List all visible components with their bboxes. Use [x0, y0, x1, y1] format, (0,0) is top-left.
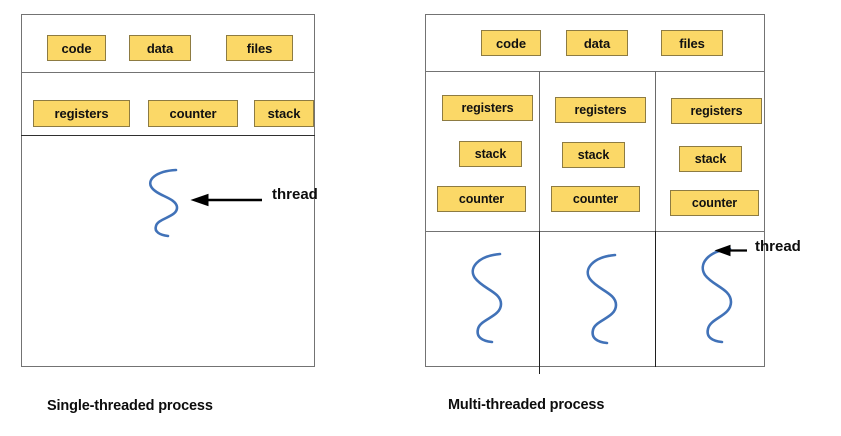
multi-column-divider-2-lower — [655, 231, 656, 367]
single-box-data: data — [129, 35, 191, 61]
multi-thread-squiggle-1 — [471, 252, 503, 344]
single-threaded-caption: Single-threaded process — [47, 398, 213, 414]
multi-col3-box-registers: registers — [671, 98, 762, 124]
multi-box-files: files — [661, 30, 723, 56]
multi-thread-label: thread — [755, 238, 801, 255]
multi-col1-box-stack: stack — [459, 141, 522, 167]
single-box-counter: counter — [148, 100, 238, 127]
single-box-registers: registers — [33, 100, 130, 127]
multi-col2-box-stack: stack — [562, 142, 625, 168]
multi-thread-squiggle-3 — [701, 247, 733, 344]
multi-col3-box-stack: stack — [679, 146, 742, 172]
multi-col2-box-counter: counter — [551, 186, 640, 212]
multi-column-divider-2-upper — [655, 71, 656, 231]
single-thread-label: thread — [272, 186, 318, 203]
multi-thread-squiggle-2 — [586, 253, 618, 345]
single-box-stack: stack — [254, 100, 314, 127]
multi-col3-box-counter: counter — [670, 190, 759, 216]
single-box-files: files — [226, 35, 293, 61]
multi-threaded-caption: Multi-threaded process — [448, 397, 605, 413]
multi-col1-box-registers: registers — [442, 95, 533, 121]
multi-column-divider-1-upper — [539, 71, 540, 231]
multi-thread-arrow-icon — [714, 244, 747, 257]
multi-col1-box-counter: counter — [437, 186, 526, 212]
multi-perthread-section-divider — [425, 231, 765, 232]
multi-box-code: code — [481, 30, 541, 56]
single-shared-section-divider — [21, 72, 315, 73]
single-thread-squiggle — [149, 168, 179, 238]
single-perthread-section-divider — [21, 135, 315, 136]
single-thread-arrow-icon — [190, 193, 262, 207]
multi-box-data: data — [566, 30, 628, 56]
single-box-code: code — [47, 35, 106, 61]
multi-shared-section-divider — [425, 71, 765, 72]
multi-col2-box-registers: registers — [555, 97, 646, 123]
multi-column-divider-1-lower — [539, 231, 540, 374]
